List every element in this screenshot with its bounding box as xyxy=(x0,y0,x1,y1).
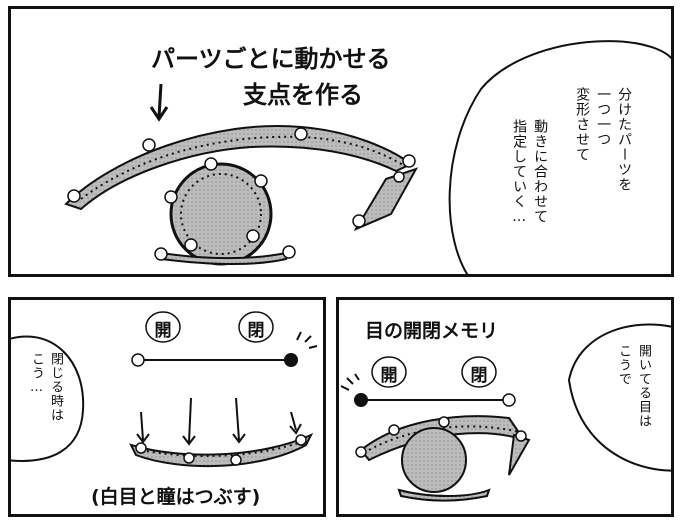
pivot-points xyxy=(67,127,416,261)
speech-bubble-right xyxy=(567,323,671,472)
slider-handle[interactable] xyxy=(284,353,298,367)
slider-handle-open[interactable] xyxy=(354,393,368,407)
label-open-right: 開 xyxy=(380,366,398,386)
emphasis-marks-open xyxy=(340,373,360,391)
memory-title: 目の開閉メモリ xyxy=(365,320,499,342)
eye-diagram-closed xyxy=(11,311,318,468)
label-closed: 閉 xyxy=(247,321,265,341)
bubble-right-col1: 開いてる目は xyxy=(635,344,651,428)
label-closed-right: 閉 xyxy=(470,366,488,386)
bubble-top-col3: 変形させて xyxy=(574,87,591,162)
bubble-top-col2: 一つ一つ xyxy=(595,87,612,147)
closing-arrows xyxy=(136,397,302,446)
emphasis-marks xyxy=(296,331,318,349)
bubble-top-col5: 指定していく… xyxy=(511,119,528,226)
closed-eyelid xyxy=(129,432,314,468)
eye-diagram-top xyxy=(64,40,671,274)
eye-diagram-open xyxy=(340,323,671,502)
speech-bubble-left xyxy=(11,335,85,462)
pointer-arrow xyxy=(149,83,169,122)
caption-line1: パーツごとに動かせる xyxy=(151,45,391,73)
caption-closed: (白目と瞳はつぶす) xyxy=(91,486,261,508)
upper-eyelid xyxy=(64,125,413,211)
label-open: 開 xyxy=(154,321,172,341)
bubble-left-col1: 閉じる時は xyxy=(47,352,63,422)
bubble-top-col4: 動きに合わせて xyxy=(532,119,549,224)
slider-closed-end xyxy=(502,393,516,407)
bubble-left-col2: こう… xyxy=(28,352,44,396)
top-panel: パーツごとに動かせる 支点を作る 分けたパーツを 一つ一つ 変形させて 動きに合… xyxy=(8,6,674,277)
outer-corner xyxy=(353,167,419,232)
bubble-top-col1: 分けたパーツを xyxy=(616,87,633,192)
bottom-right-panel: 目の開閉メモリ 開 閉 開いてる目は こうで xyxy=(336,297,674,517)
slider-open-end xyxy=(131,353,145,367)
caption-line2: 支点を作る xyxy=(243,81,363,109)
bubble-right-col2: こうで xyxy=(615,344,631,386)
bottom-left-panel: 開 閉 閉じる時は こう… (白目と瞳はつぶす) xyxy=(8,297,326,517)
open-iris xyxy=(401,427,467,493)
speech-bubble-top xyxy=(448,40,671,274)
